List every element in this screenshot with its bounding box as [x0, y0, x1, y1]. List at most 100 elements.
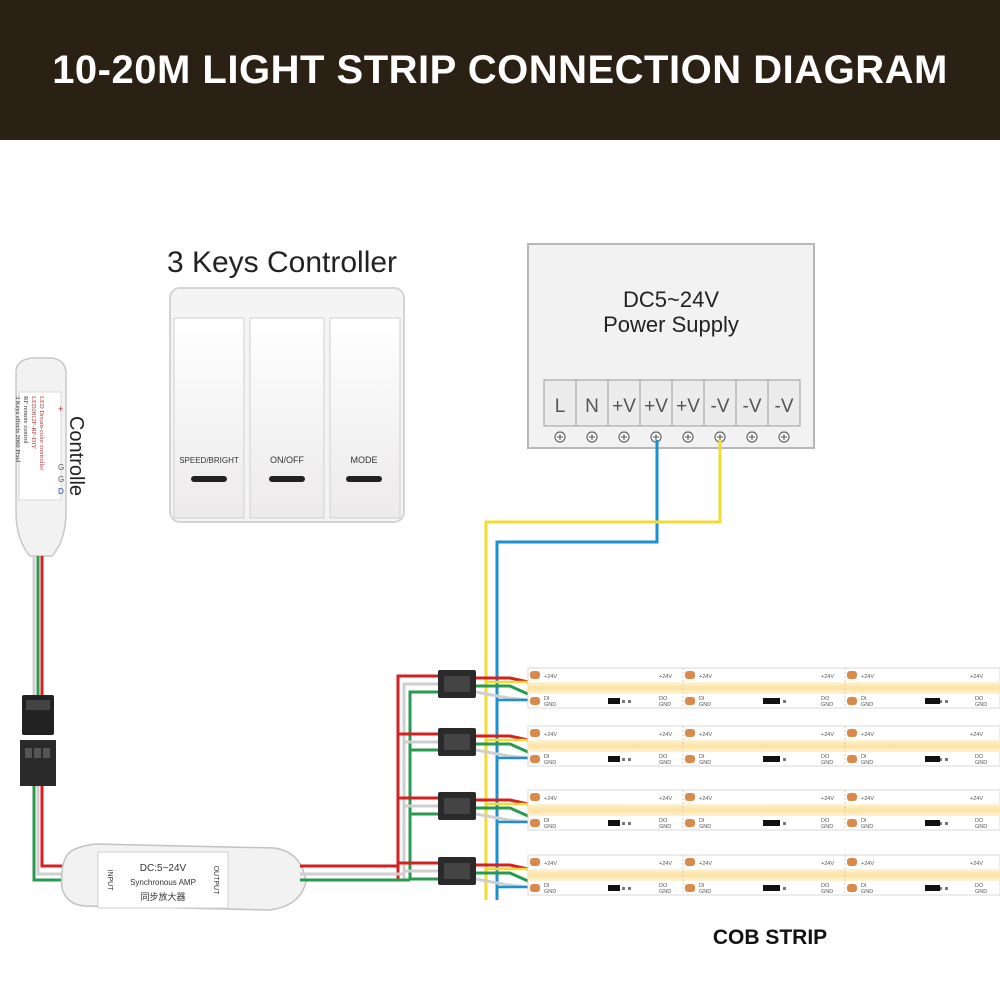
strip-pad-label-plus: +24V — [659, 732, 672, 738]
strip-pad-label-di: DI — [861, 883, 867, 889]
strip-pad-label-gnd: GND — [544, 702, 556, 708]
strip-pad-label-plus: +24V — [861, 861, 874, 867]
strip-pad-label-plus: +24V — [821, 861, 834, 867]
strip-pad-copper — [530, 884, 540, 892]
strip-wire-green — [476, 806, 529, 818]
strip-smd — [783, 822, 786, 825]
power-supply-title-1: DC5~24V — [623, 287, 719, 312]
strip-connector-face — [444, 734, 470, 750]
strip-pad-label-plus: +24V — [861, 732, 874, 738]
terminal-label-5: -V — [711, 396, 730, 417]
strip-pad-copper — [847, 755, 857, 763]
rf-controller: Controlle LED Dream-color controller LED… — [14, 357, 87, 557]
strip-pad-copper — [685, 729, 695, 737]
strip-pad-label-di: DI — [544, 696, 550, 702]
key-on-off[interactable] — [249, 317, 325, 519]
strip-pad-copper — [847, 884, 857, 892]
strip-pad-label-gnd: GND — [861, 702, 873, 708]
strip-ic-chip — [770, 698, 780, 704]
strip-smd — [939, 700, 942, 703]
strip-pad-copper — [685, 697, 695, 705]
strip-pad-label-gnd: GND — [821, 760, 833, 766]
strip-ic-chip — [930, 885, 940, 891]
strip-wire-green — [476, 742, 529, 754]
key-mode[interactable] — [329, 317, 401, 519]
strip-smd — [622, 758, 625, 761]
strip-pad-label-plus: +24V — [544, 796, 557, 802]
strip-pad-label-plus: +24V — [970, 674, 983, 680]
amp-name: Synchronous AMP — [130, 878, 196, 887]
strip-pad-label-plus: +24V — [659, 861, 672, 867]
amp-chinese: 同步放大器 — [140, 891, 185, 903]
strip-ic-chip — [610, 756, 620, 762]
strip-pad-copper — [530, 819, 540, 827]
strip-glow — [528, 682, 1000, 694]
key-speed-bright[interactable] — [173, 317, 245, 519]
strip-smd — [628, 700, 631, 703]
cob-strips: +24VDIGND+24VDIGND+24VDOGND+24VDIGND+24V… — [396, 667, 1000, 896]
strip-pad-copper — [685, 819, 695, 827]
strip-pad-label-plus: +24V — [544, 674, 557, 680]
strip-pad-label-gnd: GND — [975, 889, 987, 895]
terminal-label-6: -V — [743, 396, 762, 417]
controller-pin-g1: G — [58, 463, 64, 472]
cob-strip: +24VDIGND+24VDIGND+24VDOGND+24VDIGND+24V… — [396, 725, 1000, 880]
power-supply-title-2: Power Supply — [603, 312, 739, 337]
strip-smd — [628, 822, 631, 825]
strip-pad-label-plus: +24V — [659, 796, 672, 802]
strip-pad-label-di: DI — [699, 883, 705, 889]
strip-smd — [945, 758, 948, 761]
key-indicator-2 — [269, 476, 305, 482]
terminal-label-3: +V — [644, 396, 668, 417]
strip-pad-label-di: DI — [861, 818, 867, 824]
strip-pad-label-gnd: GND — [544, 889, 556, 895]
strip-ic-chip — [610, 820, 620, 826]
strip-pad-label-do: DO — [821, 754, 830, 760]
strip-wire-red — [476, 734, 529, 742]
strip-smd — [945, 887, 948, 890]
strip-pad-copper — [685, 793, 695, 801]
strip-pad-copper — [847, 858, 857, 866]
strip-pad-label-do: DO — [659, 696, 668, 702]
strip-smd — [622, 700, 625, 703]
strip-pad-copper — [847, 793, 857, 801]
strip-pad-label-gnd: GND — [975, 760, 987, 766]
key-label-mode: MODE — [351, 455, 378, 465]
strip-pad-label-gnd: GND — [975, 824, 987, 830]
cob-strip: +24VDIGND+24VDIGND+24VDOGND+24VDIGND+24V… — [396, 667, 1000, 880]
strip-pad-copper — [530, 729, 540, 737]
controller-text-4: 3 Keys effects 2060 Pixel — [14, 396, 21, 463]
terminal-screw-4 — [682, 431, 694, 443]
strip-pad-label-plus: +24V — [699, 732, 712, 738]
strip-pad-label-gnd: GND — [975, 702, 987, 708]
strip-ic-chip — [763, 820, 773, 826]
strip-pad-label-gnd: GND — [659, 760, 671, 766]
strip-feed-wire — [408, 877, 440, 881]
strip-ic-chip — [763, 756, 773, 762]
strip-ic-chip — [770, 885, 780, 891]
strip-pad-label-do: DO — [659, 754, 668, 760]
terminal-screw-1 — [586, 431, 598, 443]
strip-pad-label-do: DO — [975, 754, 984, 760]
terminal-screw-5 — [714, 431, 726, 443]
strip-connector-face — [444, 798, 470, 814]
strip-pad-copper — [847, 729, 857, 737]
strip-connector-face — [444, 676, 470, 692]
strip-pad-label-plus: +24V — [821, 674, 834, 680]
controller-text-1: LED Dream-color controller — [38, 396, 45, 471]
strip-pad-label-do: DO — [821, 696, 830, 702]
strip-feed-wire — [408, 690, 440, 880]
strip-ic-chip — [770, 756, 780, 762]
strip-pad-label-plus: +24V — [970, 861, 983, 867]
strip-pad-label-plus: +24V — [544, 732, 557, 738]
strip-pad-copper — [530, 697, 540, 705]
strip-pad-label-do: DO — [975, 883, 984, 889]
strip-pad-copper — [530, 755, 540, 763]
strip-pad-label-plus: +24V — [699, 861, 712, 867]
strip-pad-label-do: DO — [975, 696, 984, 702]
strip-pad-label-gnd: GND — [699, 702, 711, 708]
strip-pad-copper — [685, 671, 695, 679]
strip-pad-copper — [685, 884, 695, 892]
strip-ic-chip — [610, 698, 620, 704]
